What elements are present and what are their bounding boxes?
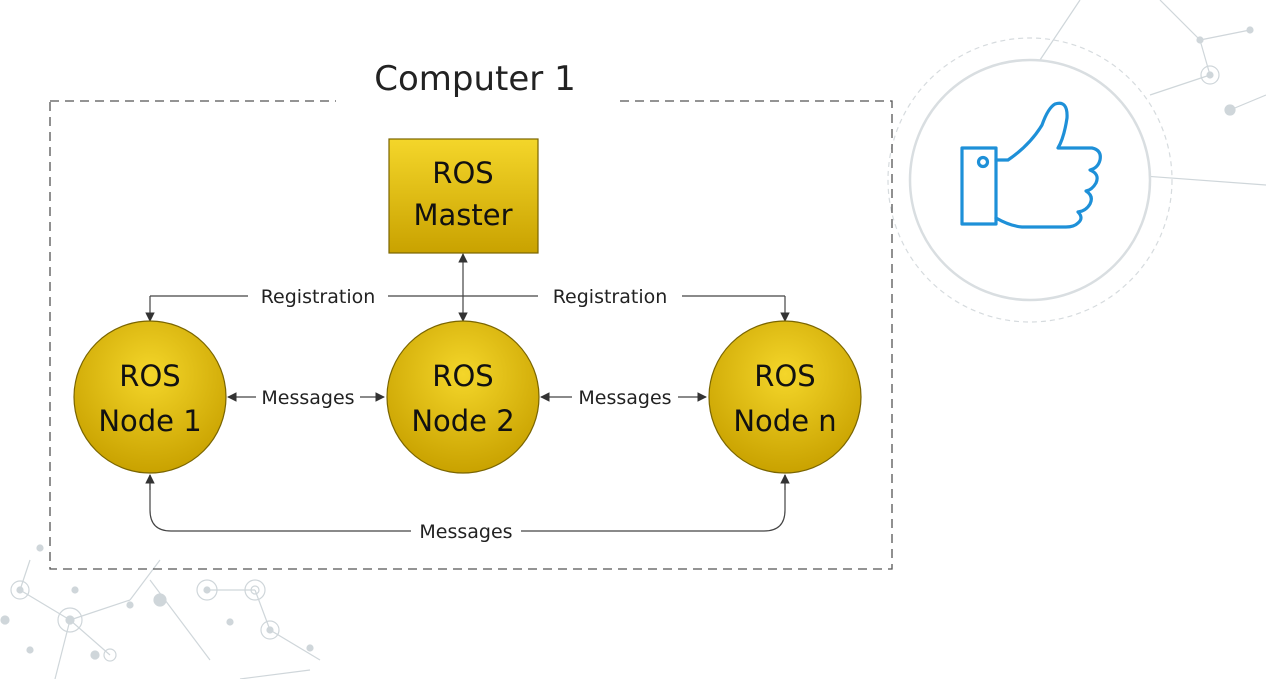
thumbs-up-icon xyxy=(960,101,1102,229)
ros-master-line2: Master xyxy=(413,198,512,232)
container-label: Computer 1 xyxy=(374,59,575,99)
ros-node-1-line2: Node 1 xyxy=(98,404,201,438)
ros-node-n-line2: Node n xyxy=(733,404,836,438)
messages-label-1-n: Messages xyxy=(419,521,512,543)
ros-node-2: ROS Node 2 xyxy=(386,320,540,474)
ros-master: ROS Master xyxy=(388,138,539,254)
ros-node-2-line1: ROS xyxy=(432,359,493,393)
message-edges xyxy=(145,392,790,532)
thumbs-up-badge xyxy=(887,37,1173,323)
registration-edges xyxy=(145,253,790,322)
ros-master-line1: ROS xyxy=(432,156,493,190)
ros-node-n-line1: ROS xyxy=(754,359,815,393)
registration-label-left: Registration xyxy=(261,286,376,308)
registration-label-right: Registration xyxy=(553,286,668,308)
messages-label-2-n: Messages xyxy=(578,387,671,409)
messages-label-1-2: Messages xyxy=(261,387,354,409)
ros-node-1-line1: ROS xyxy=(119,359,180,393)
ros-node-2-line2: Node 2 xyxy=(411,404,514,438)
ros-node-n: ROS Node n xyxy=(708,320,862,474)
ros-node-1: ROS Node 1 xyxy=(73,320,227,474)
